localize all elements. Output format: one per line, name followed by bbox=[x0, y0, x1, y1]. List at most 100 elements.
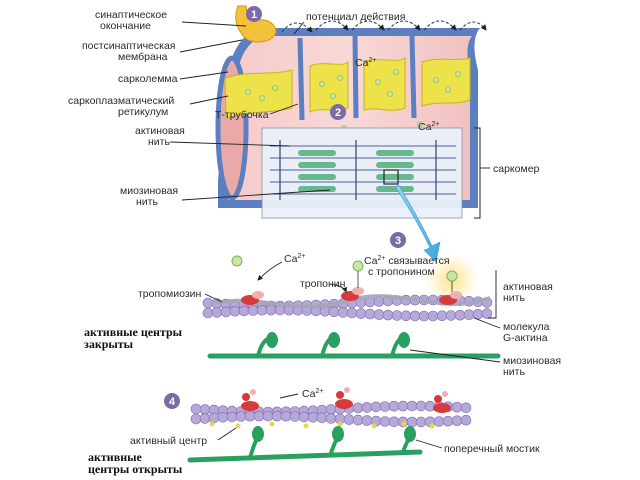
step-badge-4: 4 bbox=[164, 393, 180, 409]
zoom-box bbox=[383, 169, 399, 185]
g-actin-bead bbox=[391, 310, 403, 321]
label-postsynaptic-1: постсинаптическая bbox=[82, 40, 176, 52]
g-actin-bead bbox=[406, 400, 418, 412]
g-actin-bead bbox=[307, 411, 319, 423]
label-actin-mid-2: нить bbox=[503, 292, 525, 304]
label-ca-bottom: Ca2+ bbox=[302, 388, 323, 400]
label-actin-top-1: актиновая bbox=[135, 125, 185, 137]
g-actin-bead bbox=[388, 416, 400, 428]
g-actin-bead bbox=[481, 308, 493, 319]
g-actin-bead bbox=[346, 307, 358, 319]
step-badge-2: 2 bbox=[330, 104, 346, 120]
bottom-labels: Ca2+ активный центр поперечный мостик ак… bbox=[88, 388, 540, 476]
label-myosin-mid-1: миозиновая bbox=[503, 355, 561, 367]
label-ca-sarcomere: Ca2+ bbox=[418, 121, 439, 133]
g-actin-bead bbox=[220, 306, 232, 318]
g-actin-bead bbox=[190, 413, 202, 425]
label-cross-bridge: поперечный мостик bbox=[444, 443, 540, 455]
label-centers-closed-1: активные центры bbox=[84, 325, 183, 339]
label-tropomyosin: тропомиозин bbox=[138, 288, 201, 300]
thin-filament-closed bbox=[202, 254, 501, 359]
g-actin-bead bbox=[298, 411, 310, 423]
sarcoplasmic-reticulum bbox=[224, 57, 471, 119]
svg-text:3: 3 bbox=[395, 235, 401, 247]
action-potential-wave bbox=[281, 20, 487, 33]
calcium-ions-mid bbox=[231, 255, 458, 292]
label-sarcolemma: сарколемма bbox=[118, 73, 178, 85]
actin-beads-bottom bbox=[190, 400, 472, 428]
g-actin-bead bbox=[424, 400, 436, 412]
g-actin-bead bbox=[217, 411, 229, 423]
g-actin-bead bbox=[226, 411, 238, 423]
label-myosin-top-1: миозиновая bbox=[120, 185, 178, 197]
g-actin-bead bbox=[382, 309, 394, 321]
g-actin-bead bbox=[271, 410, 283, 422]
g-actin-bead bbox=[280, 410, 292, 422]
g-actin-bead bbox=[352, 402, 364, 414]
label-reticulum-2: ретикулум bbox=[118, 106, 168, 118]
label-troponin: тропонин bbox=[300, 278, 346, 290]
g-actin-bead bbox=[400, 310, 412, 322]
active-sites-yellow bbox=[209, 421, 435, 429]
g-actin-bead bbox=[262, 410, 274, 422]
g-actin-bead bbox=[247, 305, 259, 316]
label-centers-open-1: активные bbox=[88, 450, 142, 464]
g-actin-bead bbox=[397, 400, 409, 412]
g-actin-bead bbox=[373, 309, 385, 320]
g-actin-bead bbox=[406, 416, 418, 428]
zoom-arrow bbox=[395, 183, 441, 263]
g-actin-bead bbox=[409, 310, 421, 322]
thin-filament-open bbox=[187, 387, 472, 463]
g-actin-bead bbox=[211, 307, 223, 318]
label-g-actin-2: G-актина bbox=[503, 332, 548, 344]
g-actin-bead bbox=[337, 307, 349, 318]
g-actin-bead bbox=[379, 416, 391, 427]
g-actin-bead bbox=[388, 400, 400, 412]
label-ca-1: Ca2+ bbox=[284, 253, 305, 265]
label-active-center: активный центр bbox=[130, 435, 207, 447]
label-synaptic-terminal-1: синаптическое bbox=[95, 9, 167, 21]
label-ca-binds-1: Ca2+ связывается bbox=[364, 255, 450, 267]
label-sarcomere: саркомер bbox=[493, 163, 540, 175]
g-actin-bead bbox=[199, 413, 211, 424]
g-actin-bead bbox=[463, 309, 475, 321]
g-actin-bead bbox=[355, 308, 367, 319]
g-actin-bead bbox=[325, 413, 337, 424]
g-actin-bead bbox=[190, 403, 202, 415]
g-actin-bead bbox=[361, 402, 373, 413]
g-actin-bead bbox=[442, 415, 454, 427]
g-actin-bead bbox=[418, 310, 430, 322]
g-actin-bead bbox=[415, 416, 427, 428]
g-actin-bead bbox=[460, 414, 472, 426]
label-action-potential: потенциал действия bbox=[306, 11, 405, 23]
sarcomere-panel bbox=[261, 127, 481, 219]
label-ca-binds-2: с тропонином bbox=[368, 266, 435, 278]
g-actin-bead bbox=[427, 310, 439, 322]
label-myosin-mid-2: нить bbox=[503, 366, 525, 378]
label-t-tubule: Т-трубочка bbox=[215, 109, 269, 121]
g-actin-bead bbox=[229, 305, 241, 317]
g-actin-bead bbox=[433, 416, 445, 427]
g-actin-bead bbox=[445, 310, 457, 321]
label-postsynaptic-2: мембрана bbox=[118, 51, 168, 63]
step-badge-3: 3 bbox=[390, 232, 406, 248]
g-actin-bead bbox=[316, 412, 328, 424]
g-actin-bead bbox=[256, 304, 268, 316]
g-actin-bead bbox=[451, 415, 463, 427]
g-actin-bead bbox=[244, 410, 256, 422]
label-synaptic-terminal-2: окончание bbox=[100, 20, 151, 32]
step-badge-1: 1 bbox=[246, 6, 262, 22]
g-actin-bead bbox=[343, 414, 355, 425]
label-actin-top-2: нить bbox=[148, 136, 170, 148]
label-reticulum-1: саркоплазматический bbox=[68, 95, 174, 107]
label-actin-mid-1: актиновая bbox=[503, 281, 553, 293]
g-actin-bead bbox=[238, 305, 250, 317]
label-centers-open-2: центры открыты bbox=[88, 462, 183, 476]
g-actin-bead bbox=[415, 400, 427, 412]
g-actin-bead bbox=[235, 411, 247, 422]
troponin-ca-bottom bbox=[241, 387, 451, 413]
g-actin-bead bbox=[379, 401, 391, 412]
svg-text:1: 1 bbox=[251, 9, 257, 21]
